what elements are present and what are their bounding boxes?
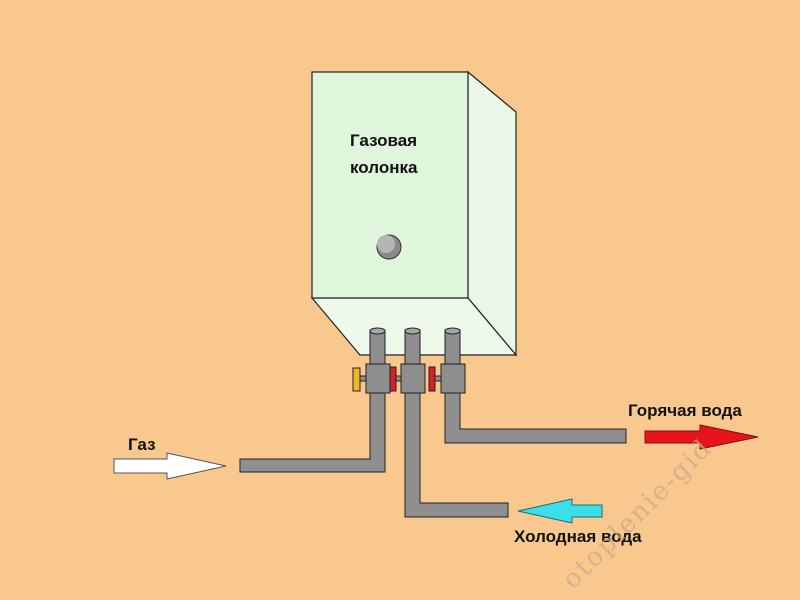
heater-label-line1: Газовая — [350, 131, 417, 150]
heater-front-face — [311, 71, 469, 299]
cold-water-label: Холодная вода — [514, 527, 642, 546]
valves — [352, 363, 466, 394]
hot-water-valve[interactable] — [428, 363, 466, 394]
pipes — [239, 327, 627, 518]
gas-pipe — [239, 392, 386, 473]
gas-pipe-stub — [369, 329, 386, 369]
hot-water-label: Горячая вода — [628, 401, 742, 420]
cold-water-valve[interactable] — [389, 363, 426, 394]
gas-arrow — [113, 452, 227, 480]
hot-water-arrow — [644, 424, 759, 450]
cold-water-arrow — [517, 498, 603, 524]
gas-water-heater: Газовая колонка — [310, 70, 518, 357]
control-knob[interactable] — [376, 234, 402, 260]
gas-label: Газ — [128, 435, 156, 454]
hot-pipe-stub — [444, 329, 461, 369]
cold-pipe-stub — [404, 329, 421, 369]
gas-valve[interactable] — [352, 363, 391, 394]
heater-label-line2: колонка — [350, 158, 418, 177]
hot-water-pipe — [444, 392, 627, 444]
